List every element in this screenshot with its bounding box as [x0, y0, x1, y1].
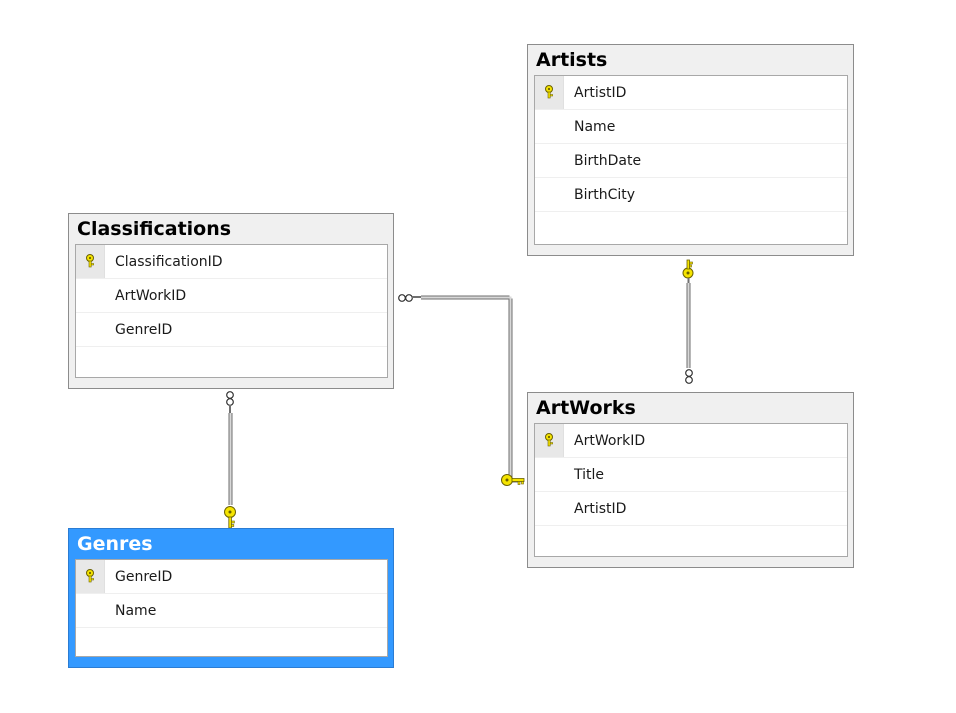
table-title: Artists	[536, 49, 608, 71]
primary-key-icon	[545, 85, 553, 99]
table-row[interactable]: GenreID	[76, 313, 387, 347]
table-columns: ArtistID Name BirthDate BirthCity	[534, 75, 848, 245]
table-classifications[interactable]: Classifications ClassificationID ArtWork…	[68, 213, 394, 389]
infinity-icon	[685, 369, 693, 384]
column-name: ArtistID	[574, 501, 627, 517]
column-name: BirthCity	[574, 187, 636, 203]
relationship-classifications-artworks[interactable]	[421, 295, 520, 483]
table-row[interactable]: Title	[535, 458, 847, 492]
table-columns: ClassificationID ArtWorkID GenreID	[75, 244, 388, 378]
column-name: ArtWorkID	[115, 288, 187, 304]
infinity-icon	[398, 294, 421, 302]
column-name: ArtistID	[574, 85, 627, 101]
column-name: BirthDate	[574, 153, 642, 169]
column-name: Name	[115, 603, 157, 619]
table-title: Genres	[77, 533, 153, 555]
infinity-icon	[226, 391, 234, 413]
table-row[interactable]: BirthCity	[535, 178, 847, 212]
table-columns: ArtWorkID Title ArtistID	[534, 423, 848, 557]
relationship-classifications-genres[interactable]	[228, 413, 233, 505]
key-icon	[224, 506, 236, 529]
table-row[interactable]: ClassificationID	[76, 245, 387, 279]
key-icon	[501, 474, 525, 486]
table-genres[interactable]: Genres GenreID Name	[68, 528, 394, 668]
table-row[interactable]: ArtWorkID	[76, 279, 387, 313]
table-row[interactable]: ArtistID	[535, 492, 847, 526]
table-row[interactable]: GenreID	[76, 560, 387, 594]
table-title: Classifications	[77, 218, 232, 240]
primary-key-icon	[86, 569, 94, 583]
primary-key-icon	[86, 254, 94, 268]
table-row[interactable]: Name	[535, 110, 847, 144]
primary-key-icon	[545, 433, 553, 447]
key-icon	[682, 259, 694, 283]
column-name: ArtWorkID	[574, 433, 646, 449]
column-name: GenreID	[115, 569, 173, 585]
table-row[interactable]: Name	[76, 594, 387, 628]
column-name: Name	[574, 119, 616, 135]
column-name: ClassificationID	[115, 254, 223, 270]
table-artworks[interactable]: ArtWorks ArtWorkID Title A	[527, 392, 854, 568]
table-row[interactable]: ArtistID	[535, 76, 847, 110]
table-row[interactable]: BirthDate	[535, 144, 847, 178]
table-artists[interactable]: Artists ArtistID Name Birt	[527, 44, 854, 256]
column-name: GenreID	[115, 322, 173, 338]
relationship-artists-artworks[interactable]	[686, 283, 691, 368]
table-columns: GenreID Name	[75, 559, 388, 657]
table-title: ArtWorks	[536, 397, 636, 419]
column-name: Title	[574, 467, 605, 483]
table-row[interactable]: ArtWorkID	[535, 424, 847, 458]
